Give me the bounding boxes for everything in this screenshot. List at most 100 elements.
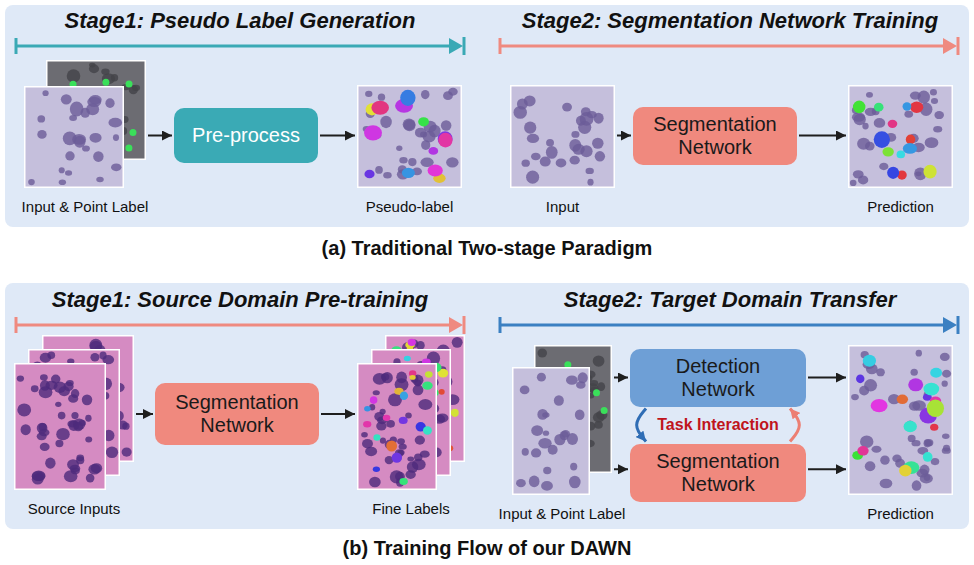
cell-nucleus <box>531 448 541 457</box>
cell-nucleus <box>380 116 392 128</box>
cell-nucleus <box>858 175 868 184</box>
timeline-head <box>449 317 463 333</box>
timeline-line <box>500 324 946 327</box>
instance-mask <box>438 133 452 148</box>
instance-mask <box>408 339 416 346</box>
cell-nucleus <box>65 151 74 160</box>
flow-arrow <box>614 377 628 379</box>
cell-nucleus <box>556 158 567 167</box>
instance-mask <box>400 90 415 106</box>
cell-nucleus <box>381 373 389 380</box>
stage-panel: (b) Training Flow of our DAWNSource Inpu… <box>5 283 969 529</box>
cell-nucleus <box>399 444 407 450</box>
instance-mask <box>853 101 865 114</box>
timeline-head <box>943 38 957 54</box>
cell-nucleus <box>880 479 893 489</box>
cell-nucleus <box>448 88 458 96</box>
cell-nucleus <box>520 385 530 394</box>
cell-nucleus <box>86 474 95 483</box>
cell-nucleus <box>925 137 939 148</box>
cell-nucleus <box>407 461 419 472</box>
cell-nucleus <box>74 136 86 148</box>
timeline-bar <box>16 37 464 55</box>
cell-nucleus <box>910 369 917 376</box>
cell-nucleus <box>569 139 581 152</box>
cell-nucleus <box>65 170 72 176</box>
instance-mask <box>364 406 371 411</box>
cell-nucleus <box>420 131 427 137</box>
caption-holder: Prediction <box>867 198 934 216</box>
cell-nucleus <box>80 108 89 118</box>
instance-mask <box>399 478 407 485</box>
instance-mask <box>402 168 415 178</box>
cell-nucleus <box>73 422 83 431</box>
cell-nucleus <box>908 435 916 442</box>
cell-nucleus <box>106 447 118 458</box>
instance-mask <box>373 466 380 472</box>
cell-nucleus <box>912 480 922 491</box>
box-label: Segmentation Network <box>645 113 785 159</box>
caption-holder: Source Inputs <box>28 500 121 518</box>
cell-nucleus <box>96 177 103 183</box>
cell-nucleus <box>17 375 24 381</box>
instance-mask <box>923 165 936 179</box>
cell-nucleus <box>866 92 873 98</box>
tissue-image <box>358 364 437 490</box>
cell-nucleus <box>17 403 31 416</box>
stage-title: Stage2: Target Domain Transfer <box>564 287 897 312</box>
image-caption: Pseudo-label <box>366 198 454 215</box>
cell-nucleus <box>567 433 578 445</box>
cell-nucleus <box>416 341 425 350</box>
flow-arrow <box>148 135 172 137</box>
instance-mask <box>418 117 429 126</box>
cell-nucleus <box>61 94 72 104</box>
cell-nucleus <box>436 413 448 422</box>
cell-nucleus <box>850 180 857 186</box>
cell-nucleus <box>593 355 605 366</box>
instance-mask <box>439 389 445 395</box>
instance-mask <box>910 102 923 113</box>
cell-nucleus <box>585 168 593 174</box>
cell-nucleus <box>89 63 95 68</box>
tissue-image <box>513 368 590 495</box>
cell-nucleus <box>543 431 549 436</box>
cell-nucleus <box>915 172 921 177</box>
cell-nucleus <box>524 122 536 134</box>
cell-nucleus <box>942 381 948 387</box>
cell-nucleus <box>860 435 873 448</box>
cell-nucleus <box>55 402 61 407</box>
instance-mask <box>888 120 898 128</box>
cell-nucleus <box>566 375 578 384</box>
cell-nucleus <box>67 459 79 470</box>
box-label: Pre-process <box>192 124 300 147</box>
cell-nucleus <box>562 103 572 112</box>
tissue-image <box>849 346 953 495</box>
histology-illustration <box>510 85 615 188</box>
image-caption: Input & Point Label <box>499 505 626 522</box>
point-label <box>593 389 600 396</box>
caption-holder: Fine Labels <box>372 500 450 518</box>
timeline-bar <box>16 316 464 334</box>
instance-mask <box>930 424 938 431</box>
timeline-tick <box>15 38 18 54</box>
instance-mask <box>874 103 884 112</box>
cell-nucleus <box>446 157 458 167</box>
cell-nucleus <box>859 386 869 396</box>
cell-nucleus <box>527 134 539 143</box>
cell-nucleus <box>51 375 60 384</box>
cell-nucleus <box>548 445 558 455</box>
box-label: Detection Network <box>648 355 788 401</box>
box-label: Segmentation Network <box>167 391 307 437</box>
cell-nucleus <box>82 395 92 406</box>
caption-holder: (b) Training Flow of our DAWN <box>5 537 969 559</box>
cell-nucleus <box>854 114 866 125</box>
cell-nucleus <box>415 436 425 445</box>
instance-mask <box>428 147 438 155</box>
cell-nucleus <box>421 90 430 99</box>
cell-nucleus <box>865 461 876 471</box>
instance-mask <box>423 426 432 434</box>
cell-nucleus <box>113 134 119 141</box>
instance-mask <box>383 415 391 421</box>
timeline-line <box>16 45 452 48</box>
cell-nucleus <box>516 479 526 487</box>
